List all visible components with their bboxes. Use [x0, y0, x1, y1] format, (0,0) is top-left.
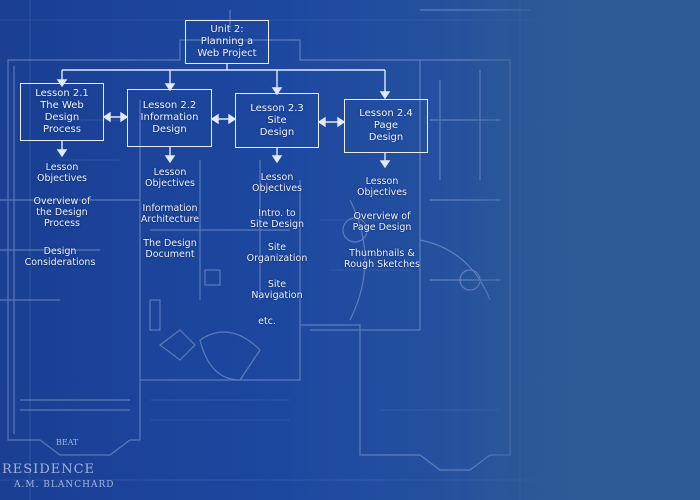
topic-item: Overview of the Design Process — [33, 196, 91, 229]
lesson-title: Lesson 2.3 Site Design — [250, 102, 304, 138]
topic-item: etc. — [258, 316, 276, 327]
topic-item: Information Architecture — [140, 203, 200, 225]
lesson-box-2-3: Lesson 2.3 Site Design — [235, 93, 319, 148]
lesson-title: Lesson 2.1 The Web Design Process — [35, 88, 89, 135]
lesson-box-2-2: Lesson 2.2 Information Design — [127, 89, 212, 147]
topic-item: Thumbnails & Rough Sketches — [344, 248, 420, 270]
topic-item: Site Organization — [246, 242, 308, 264]
owner-stamp: A.M. BLANCHARD — [14, 480, 115, 490]
topic-item: Lesson Objectives — [252, 172, 302, 194]
unit-box: Unit 2: Planning a Web Project — [185, 20, 269, 64]
unit-title: Unit 2: Planning a Web Project — [197, 24, 257, 59]
topic-item: Intro. to Site Design — [249, 208, 305, 230]
topic-item: Lesson Objectives — [37, 162, 87, 184]
lesson-box-2-1: Lesson 2.1 The Web Design Process — [20, 83, 104, 141]
lesson-title: Lesson 2.4 Page Design — [359, 108, 413, 143]
topic-item: The Design Document — [143, 238, 197, 260]
residence-stamp: RESIDENCE — [2, 462, 96, 477]
topic-item: Overview of Page Design — [352, 211, 412, 233]
topic-item: Design Considerations — [24, 246, 96, 268]
topic-item: Site Navigation — [251, 279, 303, 301]
lesson-title: Lesson 2.2 Information Design — [140, 100, 199, 135]
topic-item: Lesson Objectives — [145, 167, 195, 189]
topic-item: Lesson Objectives — [357, 176, 407, 198]
lesson-box-2-4: Lesson 2.4 Page Design — [344, 99, 428, 153]
bay-stamp: BEAT — [56, 438, 79, 447]
